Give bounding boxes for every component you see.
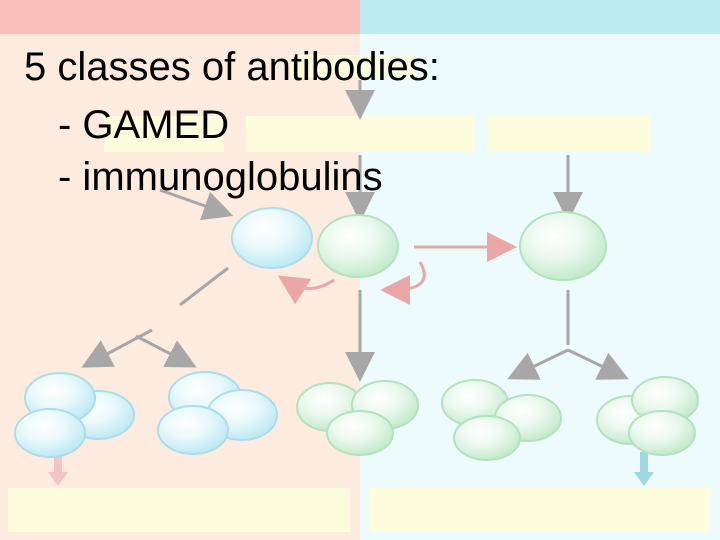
blue-cell-icon <box>231 207 313 269</box>
blue-cluster-1 <box>14 372 135 458</box>
arrow-icon <box>54 452 62 474</box>
red-arrows <box>277 232 517 305</box>
label-box-top-mid <box>246 116 474 152</box>
arrows <box>81 80 629 382</box>
green-cluster-2 <box>441 379 562 461</box>
label-box-top-left <box>104 116 224 152</box>
arrow-icon <box>277 275 335 305</box>
label-box-bottom-left <box>8 488 350 532</box>
output-arrows <box>48 452 654 486</box>
middle-cells <box>231 207 607 281</box>
green-cluster-1 <box>296 380 419 456</box>
green-cell-icon <box>317 214 399 278</box>
arrow-icon <box>48 472 68 486</box>
green-cell-icon <box>326 410 394 456</box>
arrow-icon <box>179 266 229 307</box>
arrow-icon <box>640 452 648 474</box>
green-cell-icon <box>628 410 696 456</box>
blue-cell-icon <box>14 408 86 458</box>
arrow-icon <box>159 188 234 221</box>
slide-title: 5 classes of antibodies: <box>24 45 440 89</box>
green-cell-icon <box>519 211 607 281</box>
left-band <box>0 0 360 34</box>
blue-cell-icon <box>157 405 229 455</box>
arrow-icon <box>567 348 629 380</box>
green-cell-icon <box>453 415 521 461</box>
label-box-top-right <box>488 116 650 152</box>
right-band <box>360 0 720 34</box>
arrow-icon <box>135 334 197 368</box>
blue-cluster-2 <box>157 371 278 455</box>
label-box-bottom-right <box>370 488 710 532</box>
label-box-top-small <box>290 55 415 77</box>
bullet-gamed: - GAMED <box>58 103 230 147</box>
arrow-icon <box>634 472 654 486</box>
arrow-icon <box>380 261 426 305</box>
slide-text: 5 classes of antibodies: - GAMED - immun… <box>24 38 440 206</box>
arrow-icon <box>507 348 569 380</box>
bullet-immunoglobulins: - immunoglobulins <box>58 155 383 199</box>
arrow-icon <box>81 328 153 368</box>
green-cluster-3 <box>596 376 699 456</box>
